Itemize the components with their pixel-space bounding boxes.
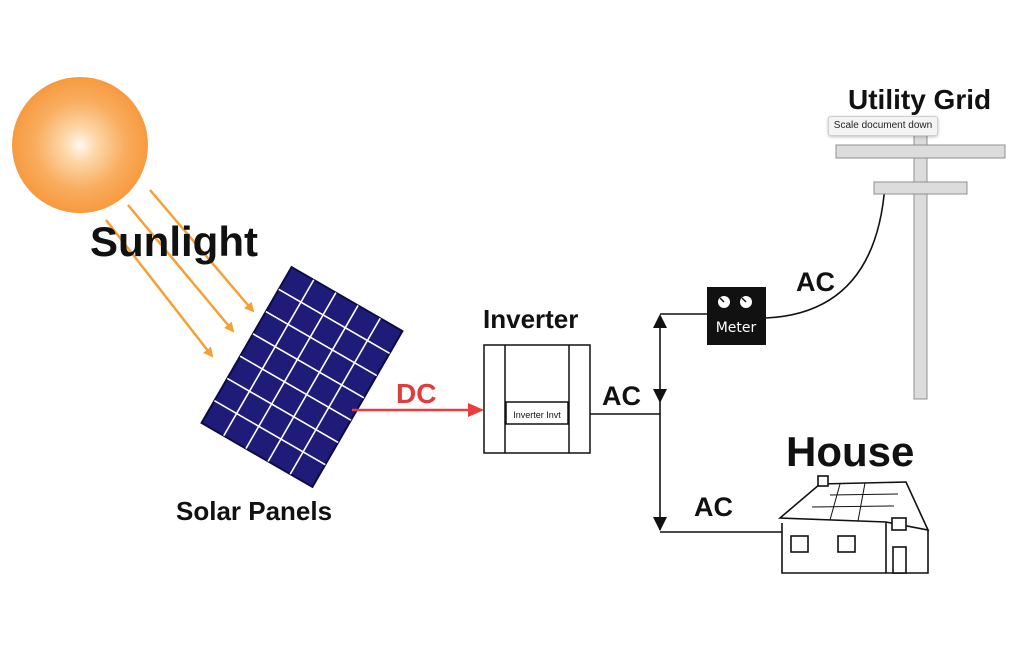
sunlight-label: Sunlight	[90, 218, 258, 265]
solar-panels-label: Solar Panels	[176, 496, 333, 526]
ac-grid-label: AC	[796, 267, 835, 297]
inverter-icon	[483, 344, 591, 454]
arrow-up-meter	[653, 314, 667, 328]
ac-wiring	[590, 184, 886, 533]
ray-1	[149, 189, 255, 313]
utility-grid-label: Utility Grid	[848, 84, 992, 115]
solar-panel-icon	[200, 265, 404, 489]
house-icon	[777, 475, 930, 574]
dc-label: DC	[396, 378, 437, 409]
arrow-down-junction	[653, 389, 667, 403]
inverter-label: Inverter	[483, 304, 579, 334]
arrow-down-house	[653, 517, 667, 531]
ac-arrowheads	[653, 314, 667, 531]
sunlight-rays	[105, 189, 255, 358]
utility-pole-icon	[835, 127, 1006, 400]
ray-3	[105, 219, 214, 358]
scale-down-tooltip: Scale document down	[828, 116, 938, 136]
inverter-box-label: Inverter Invt	[513, 410, 561, 420]
meter-label: Meter	[715, 320, 757, 336]
ac-house-label: AC	[694, 492, 733, 522]
meter-icon	[707, 287, 766, 345]
house-label: House	[786, 428, 915, 475]
ac-inverter-label: AC	[602, 381, 641, 411]
sun-icon	[12, 77, 148, 213]
ray-2	[127, 204, 235, 333]
